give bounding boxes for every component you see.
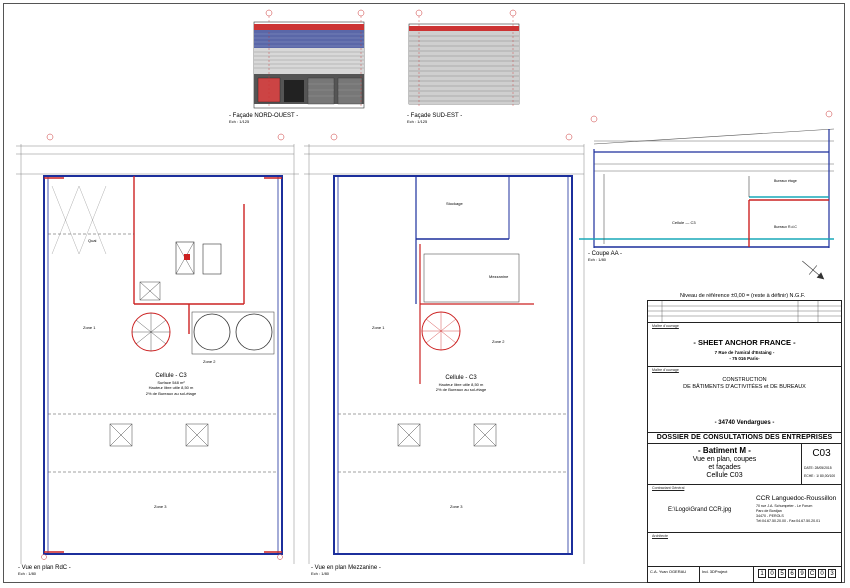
sheet-date: DATE: 28/05/2015 xyxy=(804,466,832,470)
section-office-top: Bureaux étage xyxy=(774,179,797,183)
mezz-zone2: Zone 2 xyxy=(492,339,505,344)
reference-level: Niveau de référence ±0,00 = (reste à déf… xyxy=(680,293,806,299)
owner-name: - SHEET ANCHOR FRANCE - xyxy=(693,338,796,347)
architect-section: Architecte xyxy=(648,533,841,567)
revision-rows xyxy=(648,301,841,323)
contractor-label: Contractant Général xyxy=(652,486,685,490)
digit-box: 0 xyxy=(768,569,776,578)
mezz-cell-line: Hauteur libre utile 8,50 m xyxy=(438,381,484,387)
owner-label: Maître d'ouvrage xyxy=(652,324,679,328)
digit-box: 9 xyxy=(798,569,806,578)
facade-se-label: - Façade SUD-EST - Ech : 1/125 xyxy=(407,113,462,124)
rdc-cell-line: Surface 548 m² xyxy=(157,379,185,385)
project-section: Maître d'ouvrage CONSTRUCTION DE BÂTIMEN… xyxy=(648,367,841,433)
contractor-logo: E:\Logo\Grand CCR.jpg xyxy=(668,507,732,513)
building-sub-3: Cellule C03 xyxy=(706,472,743,479)
owner-address-2: - 75 016 Paris- xyxy=(729,356,760,361)
mezz-cell-text: Cellule - C3 Hauteur libre utile 8,50 m … xyxy=(406,375,516,393)
mezz-zone1: Zone 1 xyxy=(372,325,385,330)
facade-nw-scale: Ech : 1/125 xyxy=(229,119,250,124)
digit-box: C xyxy=(808,569,816,578)
rdc-cell-text: Cellule - C3 Surface 548 m² Hauteur libr… xyxy=(116,373,226,396)
contractor-section: Contractant Général E:\Logo\Grand CCR.jp… xyxy=(648,485,841,533)
digit-box: 5 xyxy=(778,569,786,578)
project-label: Maître d'ouvrage xyxy=(652,368,679,372)
drawing-sheet: - Façade NORD-OUEST - Ech : 1/125 - Faça… xyxy=(3,3,845,583)
drawing-canvas xyxy=(16,9,835,564)
rdc-cell-line: 2% de Bureaux au sol-étage xyxy=(145,390,197,396)
project-line-1: CONSTRUCTION xyxy=(722,377,767,383)
mezz-cell-title: Cellule - C3 xyxy=(445,375,477,381)
building-section: - Batiment M - Vue en plan, coupes et fa… xyxy=(648,444,841,485)
contractor-tel: Tél:04.67.50.20.00 - Fax:04.67.50.20.01 xyxy=(756,519,821,523)
dossier-row: DOSSIER DE CONSULTATIONS DES ENTREPRISES xyxy=(648,433,841,444)
sheet-scale: ECHE : 1/ 80,00/100 xyxy=(804,474,836,478)
sheet-code-box: C03 DATE: 28/05/2015 ECHE : 1/ 80,00/100 xyxy=(801,444,841,484)
mezz-zone3: Zone 3 xyxy=(450,504,463,509)
mezz-storage: Stockage xyxy=(446,201,463,206)
digit-box: 6 xyxy=(788,569,796,578)
facade-se-scale: Ech : 1/125 xyxy=(407,119,428,124)
title-block: Maître d'ouvrage - SHEET ANCHOR FRANCE -… xyxy=(647,300,842,583)
footer-row: C.A. Yvan OGERAU Ind. 3DProject 1 0 5 6 … xyxy=(648,567,841,582)
footer-ca: C.A. Yvan OGERAU xyxy=(648,567,700,582)
project-place: - 34740 Vendargues - xyxy=(714,420,775,426)
contractor-addr-1: 70 rue J.A. Schumpeter - Le Forum xyxy=(756,504,813,508)
section-label: - Coupe AA - Ech : 1/80 xyxy=(588,251,622,262)
plan-rdc-scale: Ech : 1/80 xyxy=(18,571,37,576)
rdc-quai: Quai xyxy=(88,238,97,243)
rdc-cell-line: Hauteur libre utile 8,50 m xyxy=(148,385,194,390)
owner-section: Maître d'ouvrage - SHEET ANCHOR FRANCE -… xyxy=(648,323,841,367)
mezz-cell-line: 2% de Bureaux au sol-étage xyxy=(435,387,487,392)
rdc-zone3: Zone 3 xyxy=(154,504,167,509)
building-title: - Batiment M - xyxy=(698,446,751,455)
rdc-cell-title: Cellule - C3 xyxy=(155,373,187,379)
architect-label: Architecte xyxy=(652,534,668,538)
facade-north-west xyxy=(253,9,365,109)
building-sub-2: et façades xyxy=(708,464,741,471)
facade-se-title: - Façade SUD-EST - xyxy=(407,113,463,119)
contractor-name: CCR Languedoc-Roussillon xyxy=(756,495,837,502)
mezz-mezzanine: Mezzanine xyxy=(489,274,509,279)
rdc-zone1: Zone 1 xyxy=(83,325,96,330)
plan-mezzanine xyxy=(304,133,585,564)
dossier-title: DOSSIER DE CONSULTATIONS DES ENTREPRISES xyxy=(656,434,833,441)
section-title: - Coupe AA - xyxy=(588,251,623,257)
footer-ref: Ind. 3DProject xyxy=(700,567,754,582)
digit-box: 1 xyxy=(758,569,766,578)
contractor-addr-2: Parc de Bordjan xyxy=(756,509,782,513)
contractor-addr-3: 34470 - PEROLS xyxy=(756,514,784,518)
rdc-zone2: Zone 2 xyxy=(203,359,216,364)
plan-rdc xyxy=(16,133,299,564)
plan-rdc-title: - Vue en plan RdC - xyxy=(18,565,71,571)
section-scale: Ech : 1/80 xyxy=(588,257,607,262)
plan-mezz-title: - Vue en plan Mezzanine - xyxy=(311,565,381,571)
sheet-code: C03 xyxy=(812,448,831,459)
section-cell: Cellule — C3 xyxy=(672,220,696,225)
facade-nw-label: - Façade NORD-OUEST - Ech : 1/125 xyxy=(229,113,298,124)
owner-address-1: 7 Rue de l'amiral d'Estaing - xyxy=(714,350,775,355)
facade-nw-title: - Façade NORD-OUEST - xyxy=(229,113,299,119)
footer-digits: 1 0 5 6 9 C 0 3 xyxy=(756,567,841,582)
section-office-bottom: Bureaux R.d.C xyxy=(774,225,797,229)
facade-south-east xyxy=(408,9,520,106)
project-line-2: DE BÂTIMENTS D'ACTIVITÉES et DE BUREAUX xyxy=(683,384,806,390)
section-aa xyxy=(579,110,835,280)
building-sub-1: Vue en plan, coupes xyxy=(692,456,757,463)
plan-mezz-label: - Vue en plan Mezzanine - Ech : 1/80 xyxy=(311,565,381,576)
plan-rdc-label: - Vue en plan RdC - Ech : 1/80 xyxy=(18,565,71,576)
digit-box: 3 xyxy=(828,569,836,578)
digit-box: 0 xyxy=(818,569,826,578)
plan-mezz-scale: Ech : 1/80 xyxy=(311,571,330,576)
